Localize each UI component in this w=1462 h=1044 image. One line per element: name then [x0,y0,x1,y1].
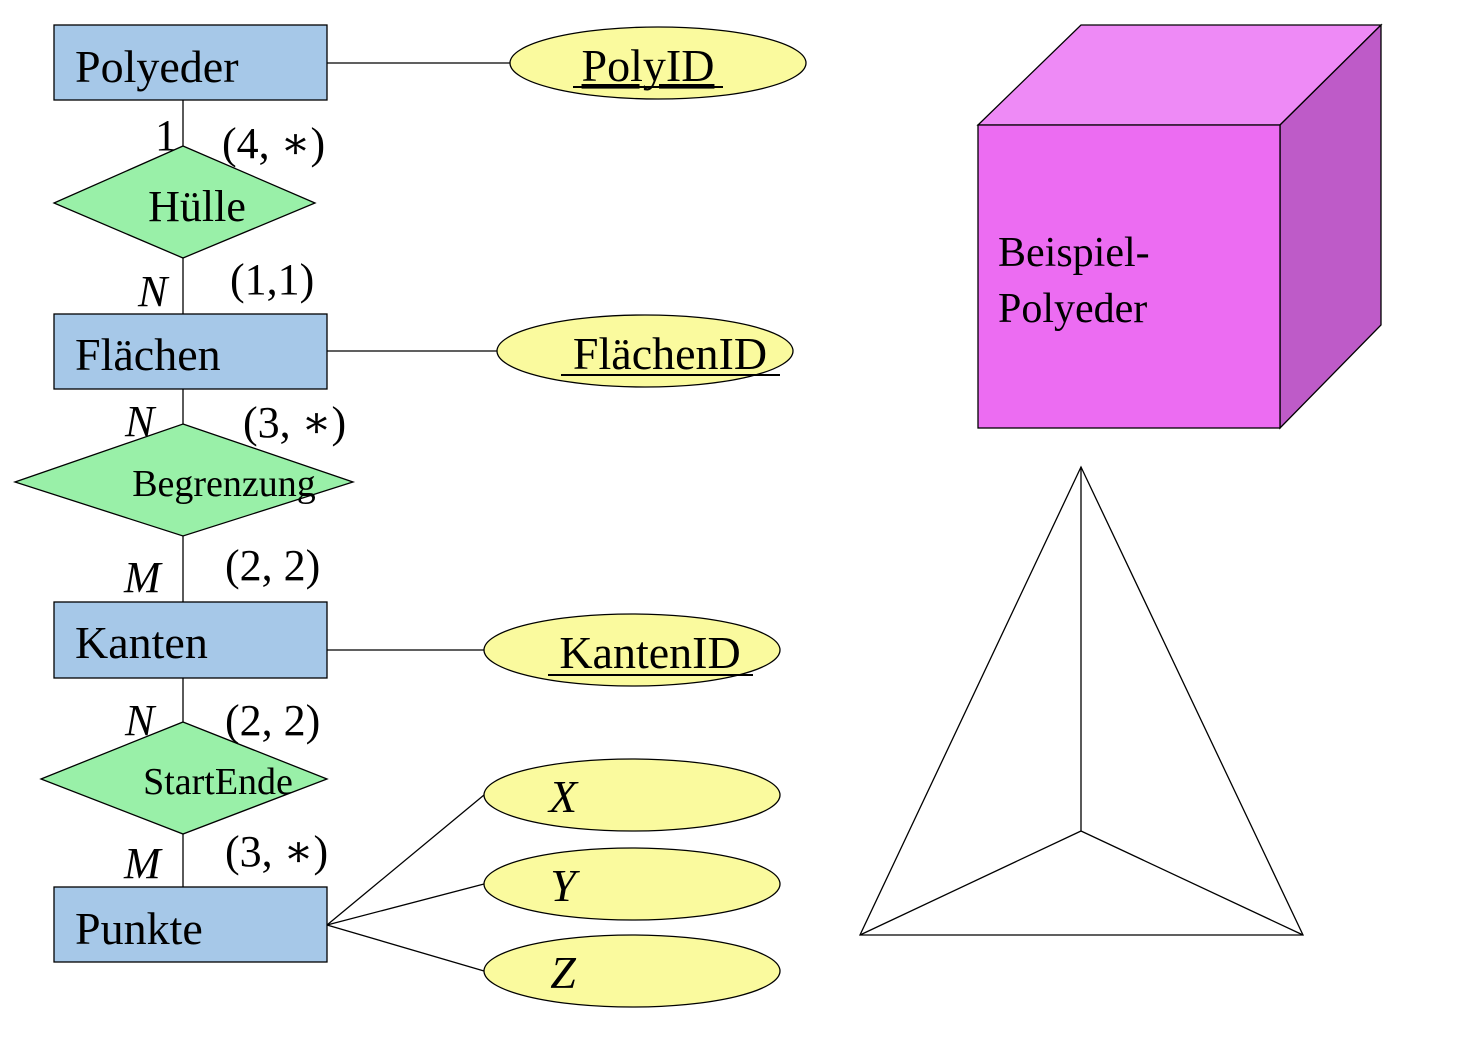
entity-label: Flächen [75,329,221,380]
relationship-diamond [12,423,356,537]
attribute-label: KantenID [559,627,740,678]
relationship-huelle: Hülle [52,145,317,259]
tetrahedron-outline [858,465,1305,936]
relationship-startende: StartEnde [39,721,329,835]
attribute-ellipse [483,758,781,832]
relationship-begrenzung: Begrenzung [12,423,356,537]
cardinality-huelle-top: 1 [155,111,177,160]
attribute-ellipse [483,934,781,1008]
line-punkte-y [326,883,485,926]
entity-box [53,886,328,963]
entity-punkte: Punkte [53,886,328,963]
attribute-y: Y [483,847,781,921]
attribute-label: X [547,771,579,822]
line-punkte-z [326,924,485,972]
cardinality-huelle-bottom-minmax: (1,1) [230,255,314,304]
entity-box [53,601,328,679]
cardinalities: 1 (4, ∗) N (1,1) N (3, ∗) M (2, 2) N (2,… [123,111,346,888]
example-cube: Beispiel- Polyeder [976,23,1383,430]
relationship-label: StartEnde [143,761,293,803]
cardinality-startende-bottom: M [123,839,163,888]
attribute-z: Z [483,934,781,1008]
attribute-label: Y [550,860,580,911]
entity-flaechen: Flächen [53,313,328,390]
tetrahedron-edge-left [859,830,1082,936]
cardinality-startende-top-minmax: (2, 2) [225,696,320,745]
entity-polyeder: Polyeder [53,24,328,101]
cardinality-startende-top: N [124,696,157,745]
example-tetrahedron [858,465,1305,936]
attribute-label: FlächenID [573,328,767,379]
entity-box [53,313,328,390]
relationship-diamond [39,721,329,835]
entity-label: Polyeder [75,41,239,92]
cube-front-face [977,124,1281,429]
connector-lines [182,62,510,972]
relationship-label: Begrenzung [132,463,316,505]
attribute-x: X [483,758,781,832]
entity-label: Kanten [75,617,208,668]
cardinality-startende-bottom-minmax: (3, ∗) [225,827,328,876]
attribute-ellipse [483,847,781,921]
entity-kanten: Kanten [53,601,328,679]
entity-label: Punkte [75,903,203,954]
cardinality-huelle-bottom: N [137,267,170,316]
attribute-kantenid: KantenID [483,613,781,687]
attribute-ellipse [509,26,807,100]
tetrahedron-edge-right [1080,830,1304,936]
cardinality-begrenzung-top-minmax: (3, ∗) [243,398,346,447]
attribute-polyid: PolyID [509,26,807,100]
relationship-diamond [52,145,317,259]
cube-label-line2: Polyeder [998,286,1147,332]
cardinality-begrenzung-top: N [124,397,157,446]
attribute-label: Z [550,947,576,998]
entity-box [53,24,328,101]
attribute-flaechenid: FlächenID [496,314,794,388]
cardinality-begrenzung-bottom: M [123,553,163,602]
cube-label-line1: Beispiel- [998,230,1150,276]
attribute-ellipse [483,613,781,687]
line-punkte-x [326,794,485,926]
attribute-label: PolyID [582,40,715,91]
relationship-label: Hülle [148,182,246,231]
attribute-ellipse [496,314,794,388]
cardinality-begrenzung-bottom-minmax: (2, 2) [225,541,320,590]
cardinality-huelle-top-minmax: (4, ∗) [222,119,325,168]
